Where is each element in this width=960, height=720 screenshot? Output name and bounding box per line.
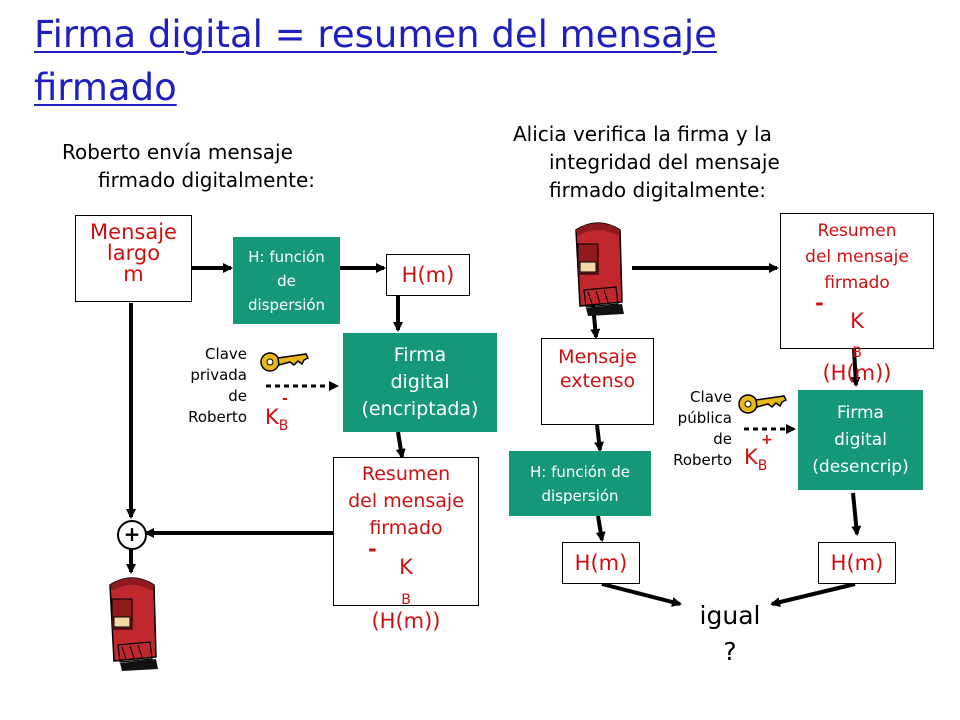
private-key-label-line-2: privada — [190, 366, 247, 384]
arrow-digest-to-verify — [850, 348, 861, 387]
digital-signature-box: Firma digital (encriptada) — [343, 333, 497, 432]
signature-decryption-box: Firma digital (desencrip) — [798, 390, 923, 490]
public-key-subscript: B — [757, 458, 768, 474]
long-message-box: Mensaje largo m — [75, 215, 192, 302]
long-message-line-2: largo — [106, 241, 161, 265]
private-key-label-line-3: de — [228, 387, 247, 405]
arrow-message-to-hash-right — [594, 424, 605, 452]
public-key-letter: K — [744, 445, 758, 469]
formula-sup: - — [368, 537, 377, 561]
private-key-label-line-4: Roberto — [188, 408, 247, 426]
arrow-verify-to-hm — [851, 492, 862, 536]
hash-result-box: H(m) — [386, 254, 470, 296]
formula-rest: (H(m)) — [371, 609, 441, 633]
hash-function-right-line-2: dispersión — [541, 486, 619, 505]
received-digest-line-1: Resumen — [817, 221, 897, 241]
arrow-hash-to-hm-right — [595, 515, 606, 542]
private-key-label-line-1: Clave — [205, 345, 247, 363]
received-digest-line-2: del mensaje — [805, 247, 909, 267]
plus-circle: + — [117, 520, 147, 550]
public-key-label-line-1: Clave — [690, 388, 732, 406]
equality-question: igual ? — [680, 598, 780, 670]
public-key-label: Clave pública de Roberto — [640, 387, 732, 471]
computed-hash-box: H(m) — [562, 542, 640, 584]
public-key-label-line-4: Roberto — [673, 451, 732, 469]
signed-digest-line-1: Resumen — [361, 463, 451, 485]
extended-message-line-1: Mensaje — [558, 346, 637, 368]
hash-function-right-line-1: H: función de — [529, 462, 630, 481]
decryption-line-2: digital — [834, 429, 887, 450]
hash-function-line-3: dispersión — [247, 295, 326, 314]
hash-function-box: H: función de dispersión — [233, 237, 340, 324]
right-intro: Alicia verifica la firma y la integridad… — [513, 120, 780, 204]
decrypted-hash-box: H(m) — [818, 542, 896, 584]
decryption-line-3: (desencrip) — [812, 456, 909, 477]
private-key-subscript: B — [278, 418, 289, 434]
left-intro: Roberto envía mensaje firmado digitalmen… — [62, 138, 315, 194]
page-title: Firma digital = resumen del mensaje firm… — [34, 13, 717, 109]
formula-sup: - — [815, 291, 824, 315]
private-key-superscript: - — [282, 391, 288, 407]
right-intro-line-3: firmado digitalmente: — [549, 178, 767, 202]
hash-function-box-right: H: función de dispersión — [509, 451, 651, 516]
formula-k: K — [850, 309, 864, 333]
question-mark: ? — [723, 637, 737, 666]
right-intro-line-1: Alicia verifica la firma y la — [513, 122, 772, 146]
extended-message-line-2: extenso — [559, 370, 636, 392]
mailbox-icon — [109, 577, 158, 671]
arrow-hm-left-to-equal — [601, 582, 682, 607]
long-message-line-1: Mensaje — [90, 220, 177, 244]
hash-function-line-2: de — [277, 271, 296, 290]
decryption-line-1: Firma — [837, 402, 884, 423]
public-key-superscript: + — [761, 432, 773, 448]
signature-line-3: (encriptada) — [361, 398, 479, 420]
received-digest-line-3: firmado — [824, 273, 890, 293]
left-intro-line-1: Roberto envía mensaje — [62, 140, 293, 164]
formula-sub: B — [852, 345, 862, 361]
equality-word: igual — [699, 601, 761, 630]
signature-line-2: digital — [390, 371, 450, 393]
key-icon — [738, 394, 788, 414]
arrow-hm-right-to-equal — [770, 582, 856, 607]
right-intro-line-2: integridad del mensaje — [549, 150, 780, 174]
signed-digest-line-3: firmado — [369, 517, 443, 539]
signed-digest-line-2: del mensaje — [348, 490, 464, 512]
public-key-label-line-2: pública — [677, 409, 732, 427]
private-key-label: Clave privada de Roberto — [155, 344, 247, 428]
hash-function-line-1: H: función — [248, 247, 325, 266]
left-intro-line-2: firmado digitalmente: — [98, 168, 316, 192]
mailbox-icon — [575, 222, 624, 316]
private-key-letter: K — [265, 405, 279, 429]
extended-message-box: Mensaje extenso — [541, 338, 654, 425]
arrow-sign-to-digest — [395, 431, 406, 459]
private-key-symbol: KB - — [265, 391, 288, 434]
public-key-symbol: KB + — [744, 432, 773, 474]
signature-line-1: Firma — [393, 344, 447, 366]
long-message-line-3: m — [123, 262, 144, 286]
key-icon — [260, 352, 310, 372]
formula-k: K — [399, 555, 413, 579]
public-key-label-line-3: de — [713, 430, 732, 448]
formula-rest: (H(m)) — [822, 361, 892, 385]
formula-sub: B — [401, 592, 411, 608]
